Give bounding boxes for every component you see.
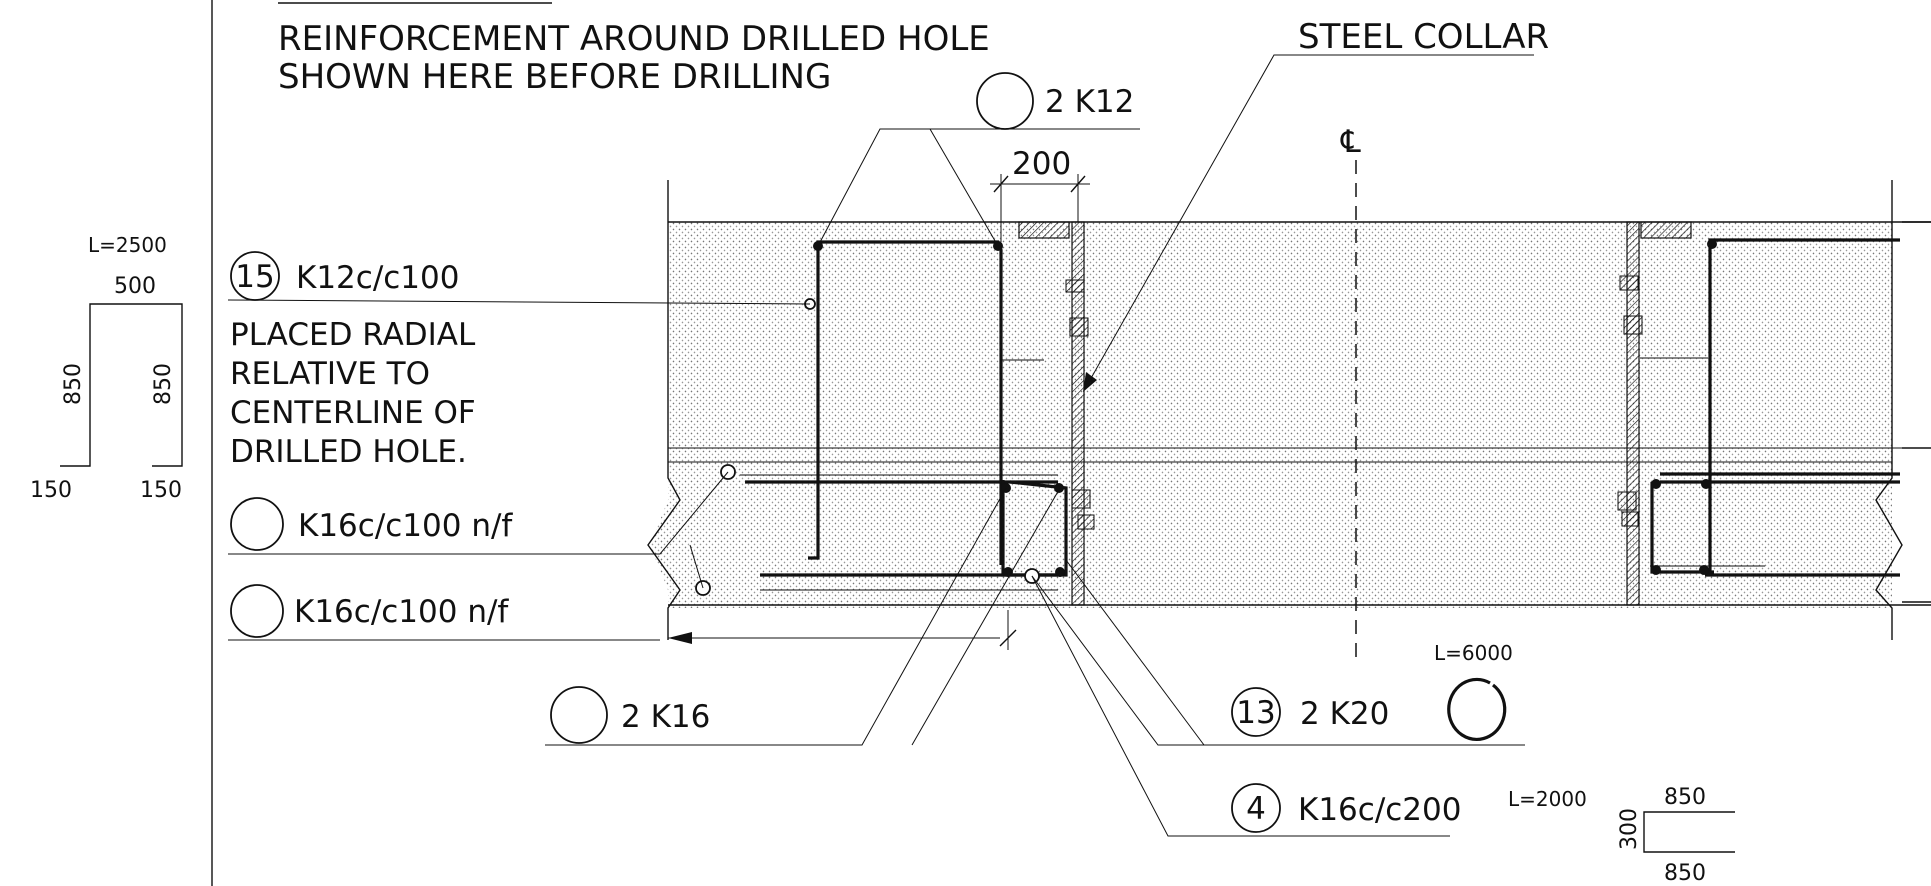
callout-2k12-text: 2 K12 [1045, 84, 1134, 120]
rebar-right [1640, 238, 1900, 577]
concrete-fill-main [668, 222, 1892, 608]
bar-shape-left-leg-left: 850 [61, 363, 86, 405]
steel-collar-right [1617, 221, 1692, 606]
title-line-1: REINFORCEMENT AROUND DRILLED HOLE [278, 19, 990, 59]
bar-shape-bottom: L=2000 850 300 850 [1508, 785, 1735, 886]
concrete-edge-right [1875, 180, 1903, 640]
callout-k16-lower: K16c/c100 n/f [230, 584, 509, 638]
callout-4-text: K16c/c200 [1298, 792, 1461, 828]
placed-note-line-4: DRILLED HOLE. [230, 434, 467, 470]
centerline-symbol: ℄ [1340, 124, 1361, 160]
callout-2k16: 2 K16 [550, 686, 710, 744]
callout-k16-upper-text: K16c/c100 n/f [298, 508, 513, 544]
callout-4: 4 K16c/c200 [1231, 783, 1461, 833]
callout-15: 15 K12c/c100 [230, 251, 459, 301]
callout-4-mark: 4 [1246, 791, 1266, 827]
callout-k16-lower-text: K16c/c100 n/f [294, 594, 509, 630]
bar-shape-left-top: 500 [114, 274, 156, 299]
steel-collar-label: STEEL COLLAR [1298, 17, 1549, 57]
bar-shape-bottom-bottom: 850 [1664, 861, 1706, 886]
placed-note-line-3: CENTERLINE OF [230, 395, 476, 431]
callout-13-text: 2 K20 [1300, 696, 1389, 732]
dimension-200: 200 [990, 146, 1090, 242]
bar-shape-bottom-top: 850 [1664, 785, 1706, 810]
bar-shape-bottom-side: 300 [1617, 808, 1642, 850]
bar-shape-left: L=2500 500 850 850 150 150 [30, 233, 183, 503]
title-line-2: SHOWN HERE BEFORE DRILLING [278, 57, 831, 97]
callout-13-mark: 13 [1236, 695, 1275, 731]
bar-shape-left-foot-right: 150 [140, 478, 182, 503]
bar-shape-left-length: L=2500 [88, 233, 167, 257]
callout-13: 13 2 K20 [1231, 687, 1389, 737]
ring-length: L=6000 [1434, 641, 1513, 665]
placed-note: PLACED RADIAL RELATIVE TO CENTERLINE OF … [230, 317, 476, 470]
placed-note-line-1: PLACED RADIAL [230, 317, 476, 353]
placed-note-line-2: RELATIVE TO [230, 356, 430, 392]
bar-shape-bottom-length: L=2000 [1508, 787, 1587, 811]
ring-shape: L=6000 [1434, 641, 1513, 742]
bar-shape-left-foot-left: 150 [30, 478, 72, 503]
callout-15-text: K12c/c100 [296, 260, 459, 296]
concrete-edge-left [647, 180, 681, 640]
callout-2k16-text: 2 K16 [621, 699, 710, 735]
leader-lines [227, 54, 1534, 837]
callout-2k12: 2 K12 [976, 72, 1134, 130]
steel-collar-left [1018, 221, 1095, 606]
concrete-section [647, 180, 1931, 640]
bottom-dimension-arrow [668, 610, 1017, 650]
callout-k16-upper: K16c/c100 n/f [230, 497, 513, 551]
dim-200-label: 200 [1012, 146, 1071, 182]
break-zigzag-left [650, 500, 668, 590]
callout-15-mark: 15 [235, 259, 274, 295]
right-dim-ticks [1902, 221, 1931, 603]
bar-shape-left-leg-right: 850 [151, 363, 176, 405]
